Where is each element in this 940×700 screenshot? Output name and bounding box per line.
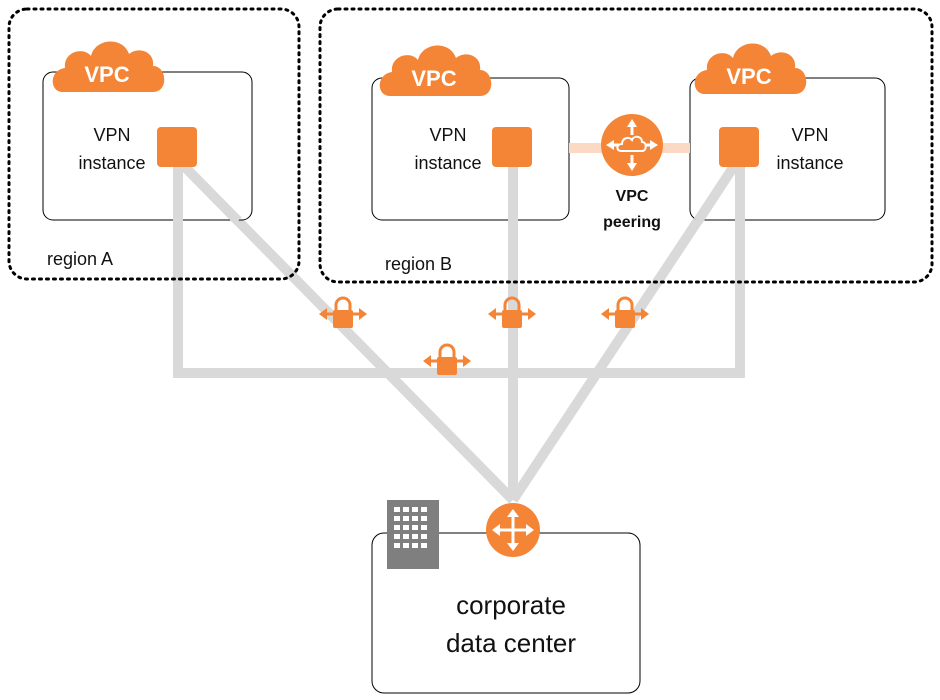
cloud-icon — [379, 45, 492, 96]
vpn-label-line2-region-a: instance — [78, 153, 145, 173]
cloud-icon — [694, 43, 807, 94]
vpn-label-line1-region-b-right: VPN — [791, 125, 828, 145]
peering-label-line1: VPC — [616, 188, 649, 205]
datacenter-label-line1: corporate — [456, 590, 566, 620]
vpc-badge-region-a: VPC — [52, 41, 165, 92]
router-icon — [486, 503, 540, 557]
vpn-instance-icon-region-b-right — [719, 127, 759, 167]
vpc-badge-label: VPC — [411, 66, 456, 91]
inner-seg-b-right-diagonal — [693, 157, 743, 224]
vpc-box-region-b-left — [371, 77, 570, 221]
datacenter-label-line2: data center — [446, 628, 576, 658]
inner-connection-segments — [173, 156, 745, 225]
vpn-instance-icon-region-b-left — [492, 127, 532, 167]
building-icon — [387, 500, 439, 569]
vpn-tunnel-icon-region-a — [319, 296, 367, 328]
vpn-label-line2-region-b-left: instance — [414, 153, 481, 173]
region-b-label: region B — [385, 254, 452, 274]
connection-region-a-to-region-b-right — [173, 160, 745, 378]
region-b-boundary — [318, 7, 934, 284]
peering-label-line2: peering — [603, 214, 661, 231]
cloud-icon — [52, 41, 165, 92]
vpn-instance-icon-region-a — [157, 127, 197, 167]
vpc-badge-label: VPC — [84, 62, 129, 87]
region-a-boundary — [7, 7, 301, 281]
vpn-label-line2-region-b-right: instance — [776, 153, 843, 173]
region-a-label: region A — [47, 249, 113, 269]
vpn-tunnel-icon-region-b-left — [488, 296, 536, 328]
vpc-peering-icon — [601, 114, 663, 176]
vpc-badge-region-b-right: VPC — [694, 43, 807, 94]
inner-seg-a-diagonal — [174, 156, 242, 225]
vpn-tunnel-icon-region-b-right — [601, 296, 649, 328]
vpc-badge-region-b-left: VPC — [379, 45, 492, 96]
vpn-label-line1-region-a: VPN — [93, 125, 130, 145]
vpc-badge-label: VPC — [726, 64, 771, 89]
vpn-tunnel-icon-inter-region — [423, 343, 471, 375]
vpn-label-line1-region-b-left: VPN — [429, 125, 466, 145]
